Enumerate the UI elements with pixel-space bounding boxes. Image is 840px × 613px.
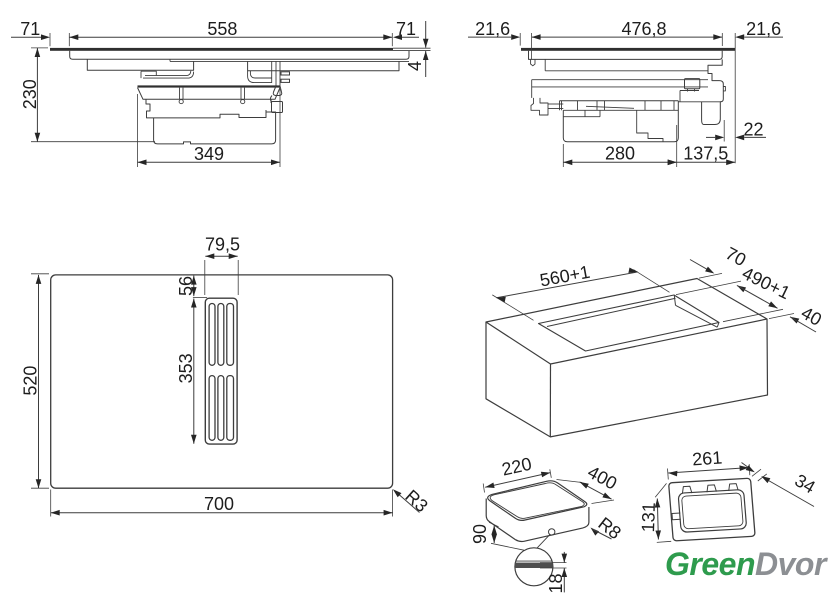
svg-text:4: 4 [405,61,425,71]
svg-text:21,6: 21,6 [475,19,510,39]
svg-text:18: 18 [546,573,566,593]
svg-text:700: 700 [204,494,234,514]
svg-text:280: 280 [605,144,635,164]
svg-text:137,5: 137,5 [683,144,728,164]
svg-text:GreenDvor: GreenDvor [665,546,828,582]
svg-text:476,8: 476,8 [621,19,666,39]
svg-text:261: 261 [691,447,722,469]
svg-text:90: 90 [470,524,490,544]
svg-text:558: 558 [207,19,237,39]
svg-text:21,6: 21,6 [746,19,781,39]
svg-text:349: 349 [194,144,224,164]
svg-text:520: 520 [20,366,40,396]
svg-text:131: 131 [638,502,659,533]
svg-text:230: 230 [20,79,40,109]
svg-text:71: 71 [20,19,40,39]
svg-text:71: 71 [396,19,416,39]
svg-text:79,5: 79,5 [205,235,240,255]
svg-text:22: 22 [743,119,763,139]
svg-text:353: 353 [176,353,196,383]
svg-text:56: 56 [176,276,196,296]
